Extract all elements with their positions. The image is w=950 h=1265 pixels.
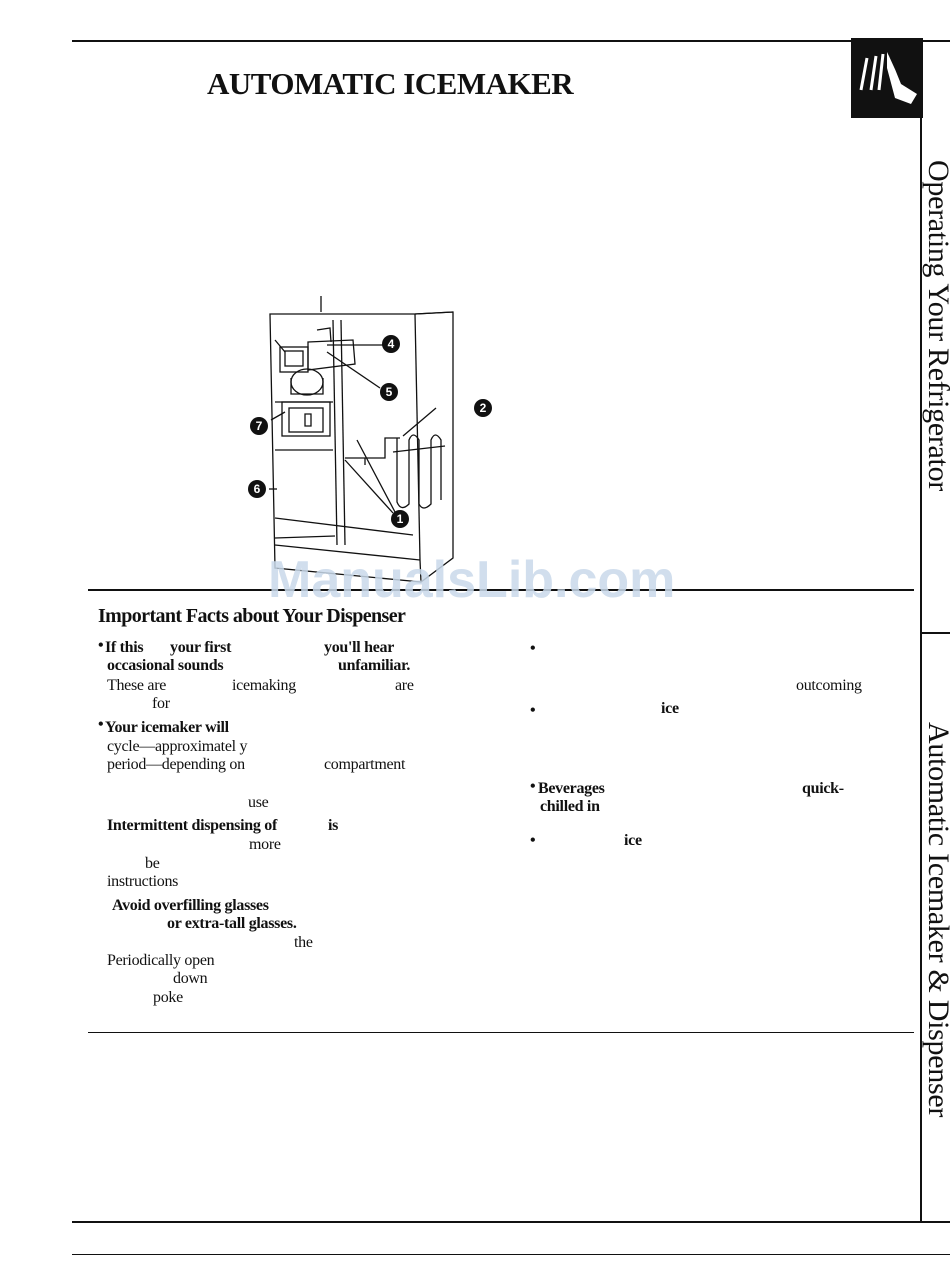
callout-4: 4 bbox=[382, 335, 400, 353]
left-text: is bbox=[328, 817, 339, 834]
left-text: poke bbox=[153, 989, 183, 1006]
left-text: are bbox=[395, 677, 414, 694]
right-text: outcoming bbox=[796, 677, 862, 694]
bullet: • bbox=[530, 778, 536, 795]
left-text: Your icemaker will bbox=[105, 719, 229, 736]
callout-7: 7 bbox=[250, 417, 268, 435]
bullet: • bbox=[530, 640, 536, 657]
side-tab-border bbox=[920, 118, 922, 1223]
section-bottom-rule bbox=[88, 1032, 914, 1033]
callout-2: 2 bbox=[474, 399, 492, 417]
left-text: you'll hear bbox=[324, 639, 395, 656]
left-text: Periodically open bbox=[107, 952, 215, 969]
footer-rule bbox=[72, 1254, 950, 1255]
callout-6: 6 bbox=[248, 480, 266, 498]
section-top-rule bbox=[88, 589, 914, 591]
left-text: unfamiliar. bbox=[338, 657, 411, 674]
right-text: ice bbox=[661, 700, 679, 717]
right-text: quick- bbox=[802, 780, 844, 797]
left-text: Avoid overfilling glasses bbox=[112, 897, 269, 914]
left-text: the bbox=[294, 934, 313, 951]
refrigerator-diagram: 4 5 2 7 6 1 bbox=[248, 296, 492, 583]
left-text: for bbox=[152, 695, 170, 712]
callout-5: 5 bbox=[380, 383, 398, 401]
side-tab-icemaker-dispenser: Automatic Icemaker & Dispenser bbox=[922, 722, 950, 1118]
side-tab-operating: Operating Your Refrigerator bbox=[922, 160, 950, 491]
left-text: cycle—approximatel y bbox=[107, 738, 248, 755]
left-text: These are bbox=[107, 677, 167, 694]
left-text: occasional sounds bbox=[107, 657, 224, 674]
left-text: down bbox=[173, 970, 208, 987]
svg-text:7: 7 bbox=[256, 419, 263, 433]
callout-1: 1 bbox=[391, 510, 409, 528]
corner-logo bbox=[851, 38, 923, 118]
page-title: AUTOMATIC ICEMAKER bbox=[207, 66, 574, 101]
bullet: • bbox=[98, 637, 104, 654]
left-text: or extra-tall glasses. bbox=[167, 915, 297, 932]
right-text: chilled in bbox=[540, 798, 600, 815]
left-text: icemaking bbox=[232, 677, 296, 694]
left-text: use bbox=[248, 794, 269, 811]
left-text: compartment bbox=[324, 756, 406, 773]
section-heading: Important Facts about Your Dispenser bbox=[98, 605, 406, 627]
bullet: • bbox=[530, 702, 536, 719]
watermark: ManualsLib.com bbox=[268, 551, 676, 609]
svg-text:2: 2 bbox=[480, 401, 487, 415]
right-text: Beverages bbox=[538, 780, 605, 797]
right-text: ice bbox=[624, 832, 642, 849]
svg-text:1: 1 bbox=[397, 512, 404, 526]
left-text: instructions bbox=[107, 873, 179, 890]
left-text: your first bbox=[170, 639, 232, 656]
top-rule bbox=[72, 40, 950, 42]
bullet: • bbox=[98, 716, 104, 733]
left-text: be bbox=[145, 855, 160, 872]
hand-pointer-icon bbox=[859, 52, 917, 104]
left-text: If this bbox=[105, 639, 144, 656]
bullet: • bbox=[530, 832, 536, 849]
svg-text:5: 5 bbox=[386, 385, 393, 399]
svg-text:6: 6 bbox=[254, 482, 261, 496]
left-text: more bbox=[249, 836, 281, 853]
bottom-rule bbox=[72, 1221, 950, 1223]
side-tab-divider bbox=[920, 632, 950, 634]
left-text: Intermittent dispensing of bbox=[107, 817, 277, 834]
svg-text:4: 4 bbox=[388, 337, 395, 351]
left-text: period—depending on bbox=[107, 756, 245, 773]
